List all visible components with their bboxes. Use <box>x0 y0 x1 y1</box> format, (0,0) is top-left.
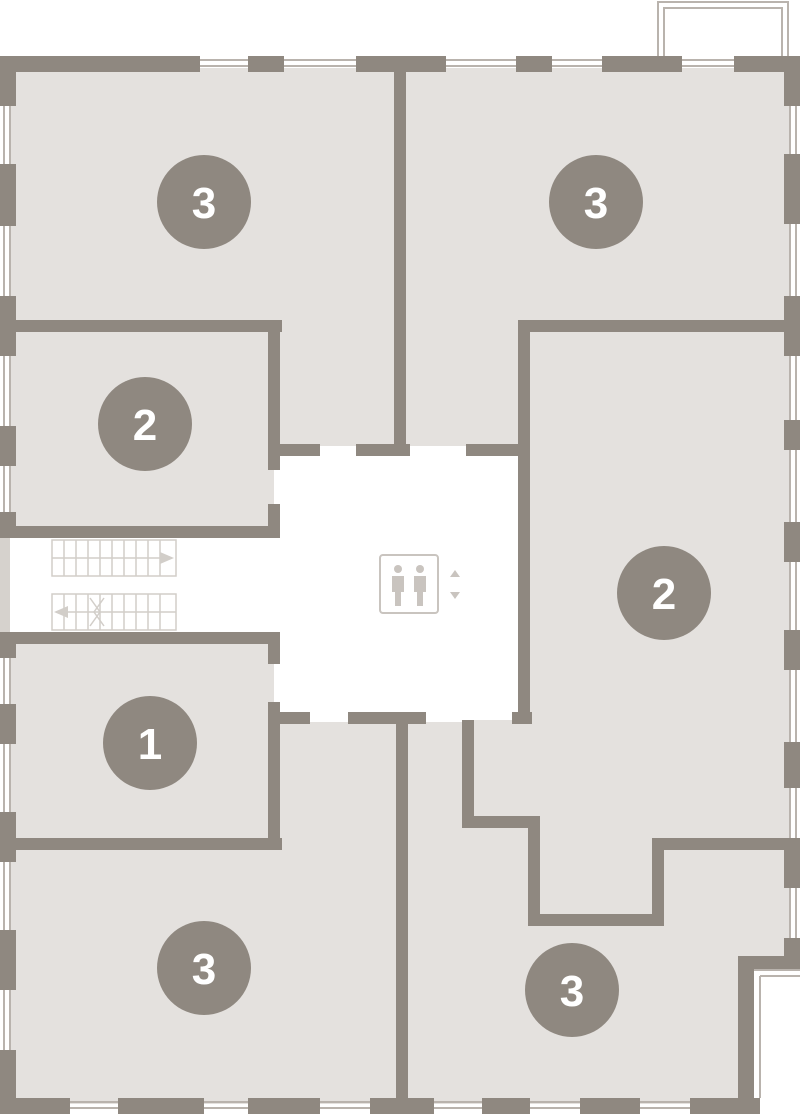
apartment-top-left-area[interactable] <box>10 68 398 446</box>
apartment-badge[interactable]: 3 <box>157 155 251 249</box>
apartment-badge[interactable]: 1 <box>103 696 197 790</box>
room-count-label: 3 <box>584 179 608 228</box>
apartment-badge[interactable]: 3 <box>157 921 251 1015</box>
elevator-icon <box>379 554 439 614</box>
walls <box>0 56 800 1114</box>
room-count-label: 3 <box>192 179 216 228</box>
room-count-label: 2 <box>133 401 157 450</box>
apartment-bottom-left-area[interactable] <box>10 722 398 1104</box>
apartment-badge[interactable]: 3 <box>525 943 619 1037</box>
staircase-icon <box>51 539 177 631</box>
apartment-badge[interactable]: 2 <box>98 377 192 471</box>
apartment-badge[interactable]: 2 <box>617 546 711 640</box>
lift-arrows-icon <box>450 570 460 599</box>
apartment-bottom-right-area[interactable] <box>402 722 790 1104</box>
room-count-label: 3 <box>560 967 584 1016</box>
room-count-label: 2 <box>652 570 676 619</box>
room-count-label: 3 <box>192 945 216 994</box>
room-count-label: 1 <box>138 720 162 769</box>
apartment-badge[interactable]: 3 <box>549 155 643 249</box>
apartment-top-right-area[interactable] <box>402 68 790 446</box>
